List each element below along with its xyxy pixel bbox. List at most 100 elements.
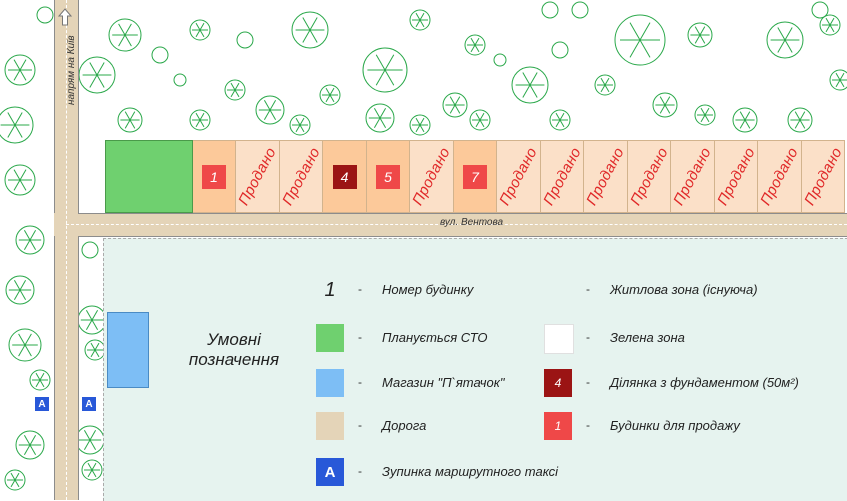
house-number-badge: 7 bbox=[463, 164, 487, 189]
legend-dash: - bbox=[586, 330, 590, 344]
sold-label: Продано bbox=[235, 144, 280, 209]
tree-icon bbox=[117, 107, 143, 133]
tree-icon bbox=[766, 21, 804, 59]
legend-dash: - bbox=[586, 375, 590, 389]
tree-icon bbox=[0, 106, 34, 144]
tree-icon bbox=[694, 104, 716, 126]
tree-icon bbox=[15, 430, 45, 460]
legend-label: Зупинка маршрутного таксі bbox=[382, 464, 559, 479]
plot-house-5[interactable]: 5 bbox=[367, 140, 410, 213]
street-label: вул. Вентова bbox=[440, 217, 504, 228]
tree-icon bbox=[108, 18, 142, 52]
tree-icon bbox=[469, 109, 491, 131]
tree-icon bbox=[687, 22, 713, 48]
tree-icon bbox=[224, 79, 246, 101]
sold-label: Продано bbox=[757, 144, 802, 209]
tree-icon bbox=[189, 109, 211, 131]
legend-title: Умовні позначення bbox=[184, 330, 284, 370]
tree-icon bbox=[78, 56, 116, 94]
plot-house-1[interactable]: 1 bbox=[193, 140, 236, 213]
tree-icon bbox=[8, 328, 42, 362]
legend-swatch bbox=[316, 412, 344, 440]
plot-sold[interactable]: Продано bbox=[627, 140, 671, 213]
plot-sold[interactable]: Продано bbox=[409, 140, 454, 213]
tree-icon bbox=[236, 31, 254, 49]
tree-icon bbox=[614, 14, 666, 66]
road-edge bbox=[54, 0, 55, 213]
plot-house-7[interactable]: 7 bbox=[454, 140, 497, 213]
tree-icon bbox=[84, 339, 106, 361]
tree-icon bbox=[493, 53, 507, 67]
taxi-stop-badge[interactable]: A bbox=[82, 397, 96, 411]
legend-swatch bbox=[316, 369, 344, 397]
legend-label: Ділянка з фундаментом (50м²) bbox=[610, 375, 799, 390]
tree-icon bbox=[29, 369, 51, 391]
legend-title-line: позначення bbox=[188, 350, 280, 369]
legend-dash: - bbox=[358, 375, 362, 389]
tree-icon bbox=[291, 11, 329, 49]
sold-label: Продано bbox=[278, 144, 324, 209]
tree-icon bbox=[362, 47, 408, 93]
tree-icon bbox=[409, 9, 431, 31]
arrow-up-icon bbox=[58, 8, 72, 26]
plot-sold[interactable]: Продано bbox=[670, 140, 715, 213]
tree-icon bbox=[829, 69, 847, 91]
tree-icon bbox=[4, 164, 36, 196]
legend-swatch bbox=[544, 324, 574, 354]
legend-swatch bbox=[544, 276, 572, 304]
tree-icon bbox=[4, 469, 26, 491]
tree-icon bbox=[571, 1, 589, 19]
plot-sold[interactable]: Продано bbox=[714, 140, 758, 213]
legend-title-line: Умовні bbox=[207, 330, 261, 349]
tree-icon bbox=[77, 305, 107, 335]
tree-icon bbox=[255, 95, 285, 125]
house-number-badge: 5 bbox=[376, 164, 400, 189]
plot-sold[interactable]: Продано bbox=[496, 140, 541, 213]
tree-icon bbox=[81, 241, 99, 259]
legend-swatch: 1 bbox=[544, 412, 572, 440]
legend-label: Планується СТО bbox=[382, 330, 488, 345]
legend-swatch bbox=[316, 324, 344, 352]
sold-label: Продано bbox=[539, 144, 585, 209]
tree-icon bbox=[551, 41, 569, 59]
legend-label: Зелена зона bbox=[610, 330, 685, 345]
plot-sold[interactable]: Продано bbox=[235, 140, 280, 213]
plot-house-4[interactable]: 4 bbox=[323, 140, 367, 213]
legend-dash: - bbox=[586, 282, 590, 296]
plot-sold[interactable]: Продано bbox=[278, 140, 324, 213]
road-centerline bbox=[66, 224, 847, 225]
tree-icon bbox=[319, 84, 341, 106]
plot-sold[interactable]: Продано bbox=[583, 140, 628, 213]
legend-label: Номер будинку bbox=[382, 282, 474, 297]
taxi-stop-badge[interactable]: A bbox=[35, 397, 49, 411]
plot-sto[interactable] bbox=[105, 140, 193, 213]
legend-swatch: A bbox=[316, 458, 344, 486]
tree-icon bbox=[541, 1, 559, 19]
tree-icon bbox=[409, 114, 431, 136]
road-edge bbox=[78, 236, 79, 500]
residential-zone bbox=[103, 238, 847, 501]
sold-label: Продано bbox=[800, 144, 846, 209]
tree-icon bbox=[652, 92, 678, 118]
road-centerline bbox=[66, 0, 67, 500]
road-edge bbox=[54, 236, 55, 500]
legend-swatch: 1 bbox=[324, 278, 336, 301]
tree-icon bbox=[4, 54, 36, 86]
plot-sold[interactable]: Продано bbox=[757, 140, 802, 213]
shop-pyatachok[interactable] bbox=[107, 312, 149, 388]
tree-icon bbox=[549, 109, 571, 131]
legend-dash: - bbox=[358, 282, 362, 296]
tree-icon bbox=[75, 425, 105, 455]
tree-icon bbox=[81, 459, 103, 481]
road-edge bbox=[78, 213, 847, 214]
sold-label: Продано bbox=[670, 144, 715, 209]
plot-sold[interactable]: Продано bbox=[539, 140, 585, 213]
plot-sold[interactable]: Продано bbox=[800, 140, 846, 213]
legend-label: Будинки для продажу bbox=[610, 418, 740, 433]
legend-dash: - bbox=[358, 418, 362, 432]
legend-dash: - bbox=[358, 464, 362, 478]
legend-swatch: 4 bbox=[544, 369, 572, 397]
tree-icon bbox=[819, 14, 841, 36]
